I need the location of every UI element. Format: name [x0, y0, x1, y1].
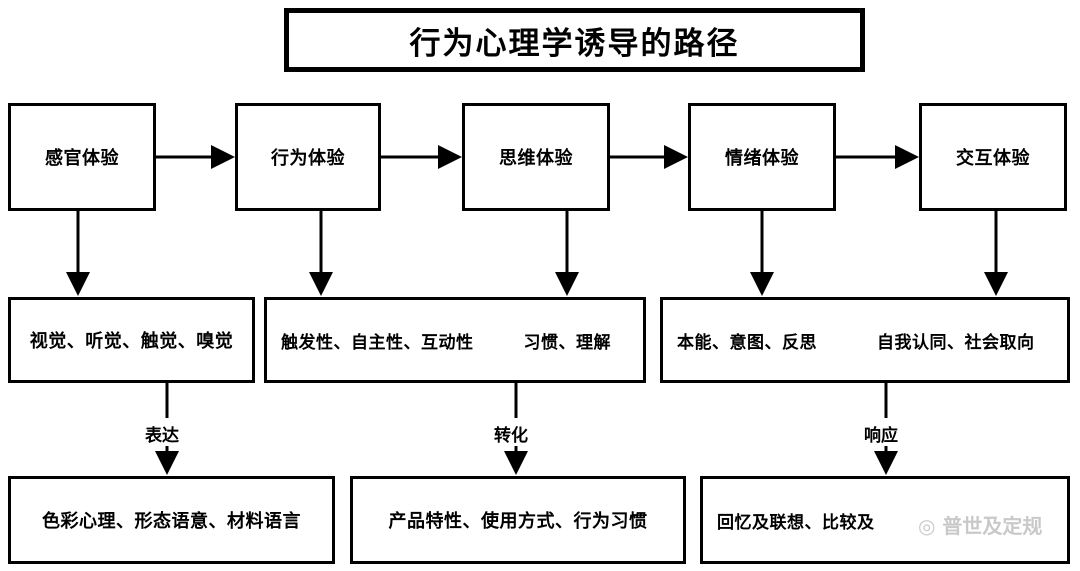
connector-arrows: [0, 0, 1080, 571]
